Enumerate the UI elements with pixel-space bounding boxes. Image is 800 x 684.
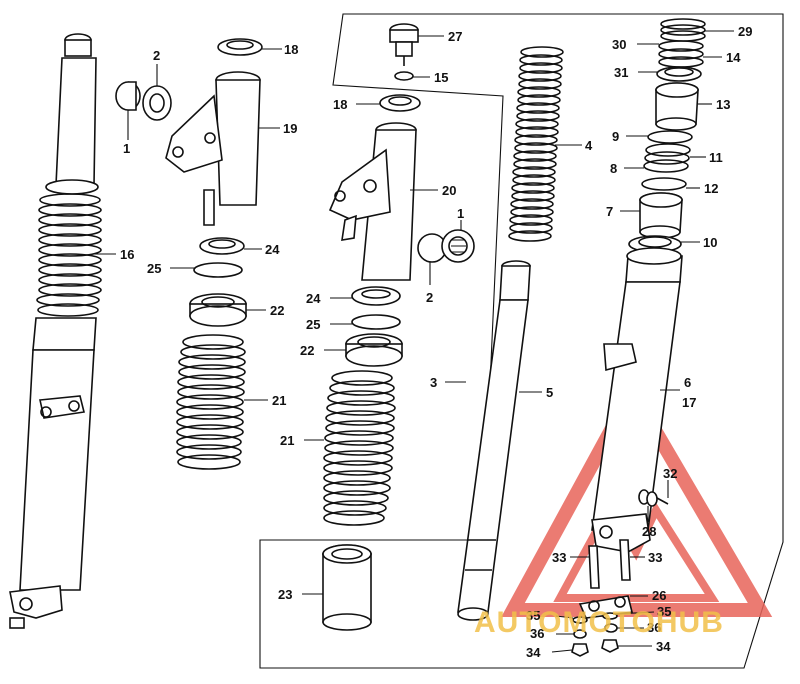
clip-25-left <box>193 262 243 278</box>
spring-11-8 <box>643 143 691 173</box>
ring-18-left <box>217 38 263 56</box>
label-29: 29 <box>738 24 752 39</box>
label-8: 8 <box>610 161 617 176</box>
label-3: 3 <box>430 375 437 390</box>
label-34-right: 34 <box>656 639 671 654</box>
label-14: 14 <box>726 50 741 65</box>
label-24-left: 24 <box>265 242 280 257</box>
label-19: 19 <box>283 121 297 136</box>
label-6: 6 <box>684 375 691 390</box>
seal-24-left <box>199 237 245 255</box>
label-26: 26 <box>652 588 666 603</box>
label-18-center: 18 <box>333 97 347 112</box>
label-16: 16 <box>120 247 134 262</box>
watermark-text: AUTOMOTOHUB <box>474 606 724 639</box>
label-20: 20 <box>442 183 456 198</box>
label-12: 12 <box>704 181 718 196</box>
label-35-left: 35 <box>526 608 540 623</box>
spring-4 <box>508 46 564 242</box>
collar-23 <box>322 544 372 631</box>
bush-7 <box>639 192 683 239</box>
studs-33 <box>588 539 631 589</box>
inner-tube-5 <box>457 260 531 621</box>
label-32: 32 <box>663 466 677 481</box>
ring-31 <box>656 66 702 82</box>
ring-12 <box>641 177 687 191</box>
cap-and-seal-left <box>115 81 172 121</box>
label-4: 4 <box>585 138 593 153</box>
label-15: 15 <box>434 70 448 85</box>
label-33-left: 33 <box>552 550 566 565</box>
clip-25-center <box>351 314 401 330</box>
ring-29 <box>660 18 706 42</box>
washer-9 <box>647 130 693 144</box>
label-11: 11 <box>709 150 723 165</box>
label-34-left: 34 <box>526 645 541 660</box>
oring-15 <box>394 71 414 81</box>
label-21-left: 21 <box>272 393 286 408</box>
label-2-center: 2 <box>426 290 433 305</box>
label-36-right: 36 <box>647 620 661 635</box>
label-24-center: 24 <box>306 291 321 306</box>
bush-13 <box>655 82 699 131</box>
label-28: 28 <box>642 524 656 539</box>
label-27: 27 <box>448 29 462 44</box>
label-25-center: 25 <box>306 317 320 332</box>
ring-30-14 <box>658 40 704 68</box>
boot-21-center <box>323 370 396 526</box>
group-frame <box>259 13 784 669</box>
label-10: 10 <box>703 235 717 250</box>
label-1-center: 1 <box>457 206 464 221</box>
boot-21-left <box>176 334 246 470</box>
label-22-left: 22 <box>270 303 284 318</box>
seal-22-center <box>345 333 403 367</box>
label-2-left: 2 <box>153 48 160 63</box>
label-1-left: 1 <box>123 141 130 156</box>
label-30: 30 <box>612 37 626 52</box>
label-17: 17 <box>682 395 696 410</box>
bolt-32-washer-28 <box>638 489 669 507</box>
cap-and-seal-center <box>417 229 475 263</box>
label-21-center: 21 <box>280 433 294 448</box>
label-31: 31 <box>614 65 628 80</box>
bracket-20 <box>328 122 417 281</box>
label-5: 5 <box>546 385 553 400</box>
bolt-27 <box>389 23 419 66</box>
bracket-19 <box>165 71 261 226</box>
label-23: 23 <box>278 587 292 602</box>
axle-holder-26 <box>578 595 633 619</box>
label-7: 7 <box>606 204 613 219</box>
fork-leg-assembled <box>9 33 102 629</box>
label-9: 9 <box>612 129 619 144</box>
seal-22-left <box>189 293 247 327</box>
label-36-left: 36 <box>530 626 544 641</box>
label-18-left: 18 <box>284 42 298 57</box>
outer-tube-6-17 <box>591 235 683 553</box>
label-35-right: 35 <box>657 604 671 619</box>
label-13: 13 <box>716 97 730 112</box>
label-22-center: 22 <box>300 343 314 358</box>
seal-24-center <box>351 286 401 306</box>
label-25-left: 25 <box>147 261 161 276</box>
label-33-right: 33 <box>648 550 662 565</box>
ring-18-center <box>379 94 421 112</box>
